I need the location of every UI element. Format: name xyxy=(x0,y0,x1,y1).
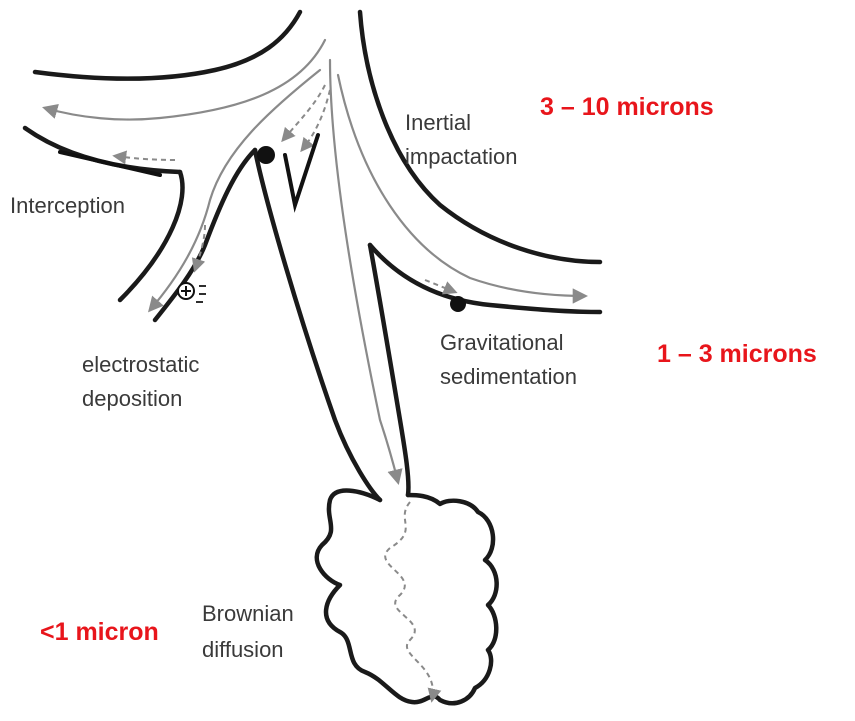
impaction-particle xyxy=(257,146,275,164)
label-gravitational-line1: Gravitational xyxy=(440,330,564,355)
airway-wall-right-outer xyxy=(360,12,600,262)
size-range-small: <1 micron xyxy=(40,618,159,646)
airway-wall-upper-left xyxy=(35,12,300,79)
label-electrostatic-line2: deposition xyxy=(82,386,182,411)
airway-walls xyxy=(25,12,600,500)
sedimentation-particle xyxy=(450,296,466,312)
label-brownian-line1: Brownian xyxy=(202,601,294,626)
airway-wall-right-bottom xyxy=(370,245,600,312)
label-gravitational-line2: sedimentation xyxy=(440,364,577,389)
label-electrostatic-line1: electrostatic xyxy=(82,352,199,377)
flow-arrow-interception xyxy=(115,156,175,160)
label-inertial-line1: Inertial xyxy=(405,110,471,135)
flow-arrow-left-lower xyxy=(150,70,320,310)
airway-wall-middle-right xyxy=(370,245,408,495)
impaction-deposit xyxy=(285,135,318,205)
flow-arrow-impaction-1 xyxy=(283,85,325,140)
size-range-medium: 1 – 3 microns xyxy=(657,340,817,368)
flow-arrow-upper-left xyxy=(45,40,325,120)
label-brownian-line2: diffusion xyxy=(202,637,284,662)
interception-deposit xyxy=(60,152,160,175)
flow-arrow-brownian xyxy=(385,502,433,700)
label-inertial-line2: impactation xyxy=(405,144,518,169)
alveolar-sac xyxy=(317,491,497,704)
size-range-large: 3 – 10 microns xyxy=(540,93,714,121)
airway-wall-left-branch-bottom xyxy=(25,128,180,172)
charged-particle xyxy=(178,283,206,302)
label-interception: Interception xyxy=(10,193,125,218)
